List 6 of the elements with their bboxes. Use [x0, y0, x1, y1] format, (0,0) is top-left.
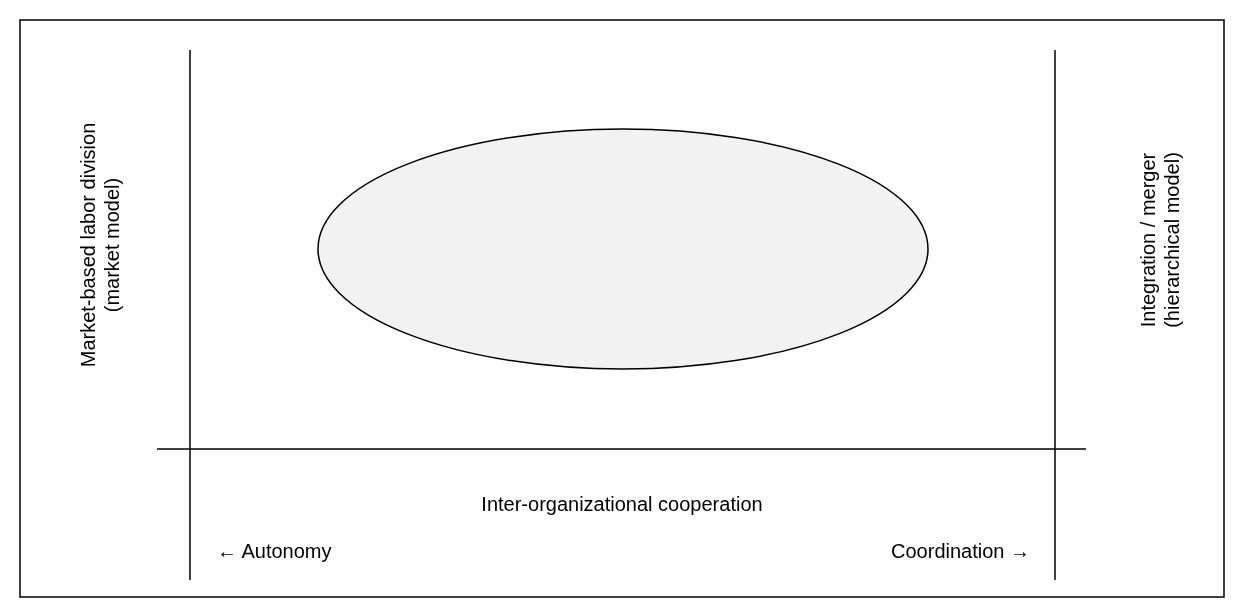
axis-end-label: Integration / merger (hierarchical model) — [1136, 151, 1184, 330]
axis-title: Inter-organizational cooperation — [480, 492, 764, 516]
direction-label: ← Autonomy — [217, 539, 332, 563]
axis-end-label: Market-based labor division (market model) — [76, 121, 124, 370]
ellipse-shape — [317, 128, 929, 370]
direction-label: Coordination → — [891, 539, 1030, 563]
